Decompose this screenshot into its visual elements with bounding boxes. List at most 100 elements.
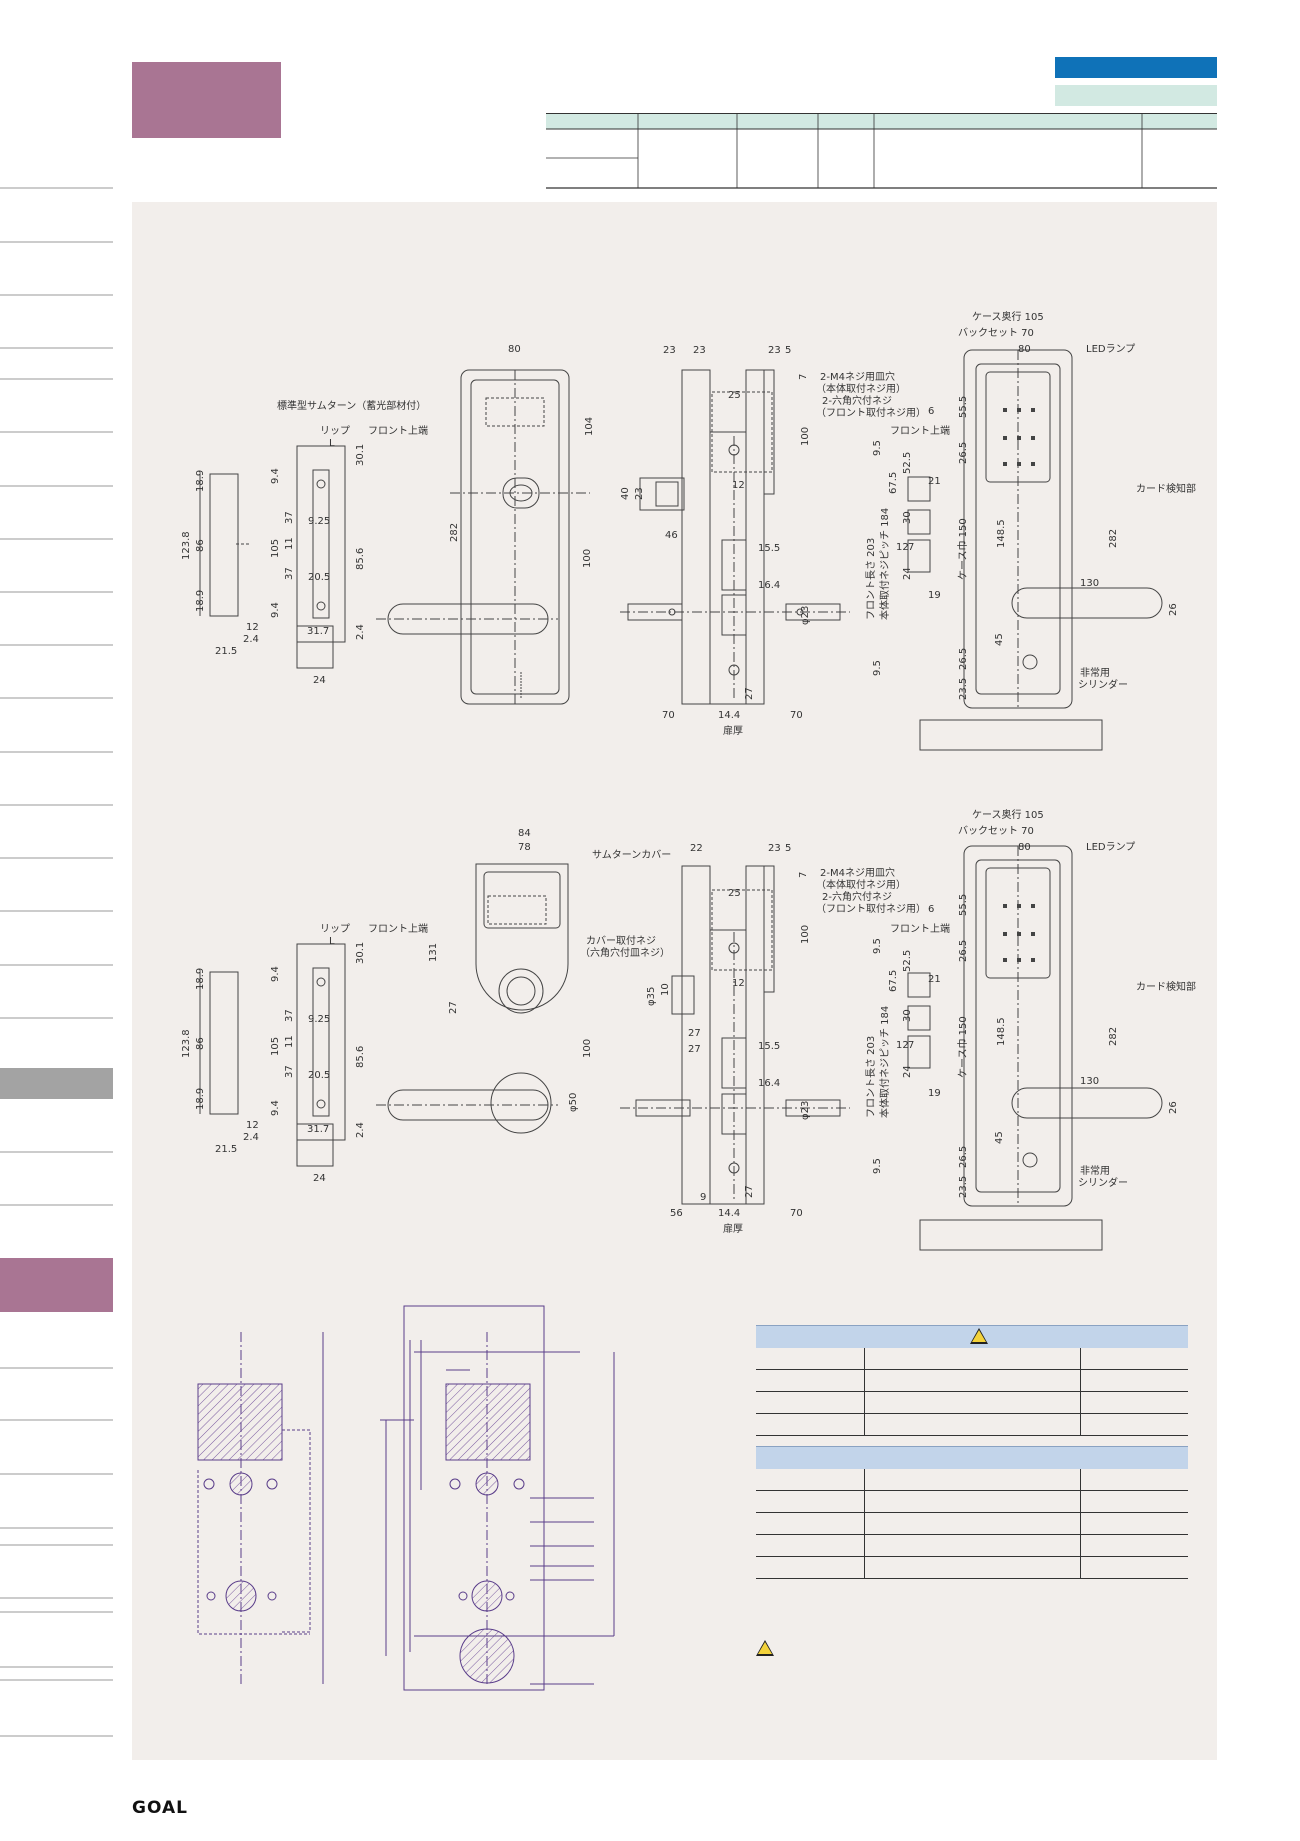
dim: 70 bbox=[790, 710, 803, 721]
dim: 18.9 bbox=[195, 1088, 206, 1110]
door-preparation-drawing bbox=[197, 1305, 615, 1691]
dim: 7 bbox=[798, 374, 809, 380]
dim: 27 bbox=[448, 1001, 459, 1014]
dim: 26.5 bbox=[958, 442, 969, 464]
dim: 9.25 bbox=[308, 516, 330, 527]
dim: 26 bbox=[1168, 1101, 1179, 1114]
dim: 30.1 bbox=[355, 444, 366, 466]
label: リップ bbox=[320, 923, 350, 935]
label: バックセット 70 bbox=[958, 327, 1034, 339]
dim: 18.9 bbox=[195, 968, 206, 990]
dim: 18.9 bbox=[195, 470, 206, 492]
dim: 86 bbox=[195, 1037, 206, 1050]
dim: 12 bbox=[896, 1040, 909, 1051]
dim: 78 bbox=[518, 842, 531, 853]
dim: 282 bbox=[449, 523, 460, 542]
dim: 9.5 bbox=[872, 938, 883, 954]
dim: 40 bbox=[620, 487, 631, 500]
dim: 80 bbox=[1018, 344, 1031, 355]
dim: 85.6 bbox=[355, 548, 366, 570]
label: フロント上端 bbox=[368, 922, 428, 935]
label: （本体取付ネジ用） bbox=[816, 878, 906, 891]
dim: 22 bbox=[690, 843, 703, 854]
dim: 14.4 bbox=[718, 710, 740, 721]
label: （六角穴付皿ネジ） bbox=[580, 946, 670, 959]
dim: 10 bbox=[660, 983, 671, 996]
dim: 30.1 bbox=[355, 942, 366, 964]
dim: 9.4 bbox=[270, 1100, 281, 1116]
label: シリンダー bbox=[1078, 1176, 1128, 1189]
dim: 80 bbox=[508, 344, 521, 355]
label: 扉厚 bbox=[723, 1222, 743, 1235]
dim: 37 bbox=[284, 511, 295, 524]
dim: 9.5 bbox=[872, 660, 883, 676]
dim: 7 bbox=[908, 1040, 914, 1051]
dim: 12 bbox=[732, 978, 745, 989]
dim: 46 bbox=[665, 530, 678, 541]
side-tab-gray[interactable] bbox=[0, 1068, 113, 1099]
side-tab-active[interactable] bbox=[0, 1258, 113, 1312]
label: 2-六角穴付ネジ bbox=[822, 394, 892, 407]
spec-table bbox=[546, 113, 1217, 189]
dim: 130 bbox=[1080, 1076, 1099, 1087]
dim: 2.4 bbox=[355, 1122, 366, 1138]
warning-note-icon bbox=[756, 1640, 774, 1656]
label: 本体取付ネジピッチ 184 bbox=[878, 508, 891, 620]
dim: 9.4 bbox=[270, 468, 281, 484]
label: LEDランプ bbox=[1086, 841, 1135, 853]
label: リップ bbox=[320, 425, 350, 437]
dim: 123.8 bbox=[181, 531, 192, 560]
label: フロント上端 bbox=[890, 424, 950, 437]
dim: 27 bbox=[688, 1028, 701, 1039]
dim: 20.5 bbox=[308, 1070, 330, 1081]
warning-table-header: ! bbox=[756, 1325, 1188, 1348]
dim: 45 bbox=[994, 633, 1005, 646]
label: （本体取付ネジ用） bbox=[816, 382, 906, 395]
dim: 26.5 bbox=[958, 1146, 969, 1168]
dim: 16.4 bbox=[758, 1078, 780, 1089]
dim: 2.4 bbox=[243, 1132, 259, 1143]
dim: 37 bbox=[284, 567, 295, 580]
label: （フロント取付ネジ用） bbox=[816, 902, 926, 915]
dim: 23.5 bbox=[958, 1176, 969, 1198]
dim: 37 bbox=[284, 1065, 295, 1078]
label: （フロント取付ネジ用） bbox=[816, 406, 926, 419]
bottom-side-view bbox=[620, 865, 850, 1205]
dim: 6 bbox=[928, 904, 934, 915]
dim: 24 bbox=[902, 567, 913, 580]
bottom-inside-thumbturn-cover bbox=[376, 863, 569, 1134]
top-side-view bbox=[620, 369, 850, 705]
dim: 123.8 bbox=[181, 1029, 192, 1058]
dim: 37 bbox=[284, 1009, 295, 1022]
dim: 70 bbox=[662, 710, 675, 721]
dim: 52.5 bbox=[902, 452, 913, 474]
label: L bbox=[329, 936, 335, 947]
label: 非常用 bbox=[1080, 666, 1110, 679]
dim: 105 bbox=[270, 1037, 281, 1056]
dim: 19 bbox=[928, 590, 941, 601]
dim: 80 bbox=[1018, 842, 1031, 853]
dim: 55.5 bbox=[958, 894, 969, 916]
dim: 23 bbox=[693, 345, 706, 356]
dim: 24 bbox=[313, 675, 326, 686]
dim: 148.5 bbox=[996, 1017, 1007, 1046]
label: フロント長さ 203 bbox=[865, 538, 877, 620]
dim: 21 bbox=[928, 476, 941, 487]
dim: 23 bbox=[634, 487, 645, 500]
dim: 16.4 bbox=[758, 580, 780, 591]
dim: 86 bbox=[195, 539, 206, 552]
dim: 52.5 bbox=[902, 950, 913, 972]
dim: 100 bbox=[582, 549, 593, 568]
dim: 45 bbox=[994, 1131, 1005, 1144]
dim: 67.5 bbox=[888, 970, 899, 992]
dim: 100 bbox=[800, 427, 811, 446]
label: カード検知部 bbox=[1136, 980, 1196, 993]
dim: 25 bbox=[728, 888, 741, 899]
dim: 56 bbox=[670, 1208, 683, 1219]
dim: 21.5 bbox=[215, 1144, 237, 1155]
dim: 9.25 bbox=[308, 1014, 330, 1025]
dim: 2.4 bbox=[355, 624, 366, 640]
dim: 148.5 bbox=[996, 519, 1007, 548]
dim: 18.9 bbox=[195, 590, 206, 612]
spec-subtable bbox=[756, 1469, 1188, 1579]
